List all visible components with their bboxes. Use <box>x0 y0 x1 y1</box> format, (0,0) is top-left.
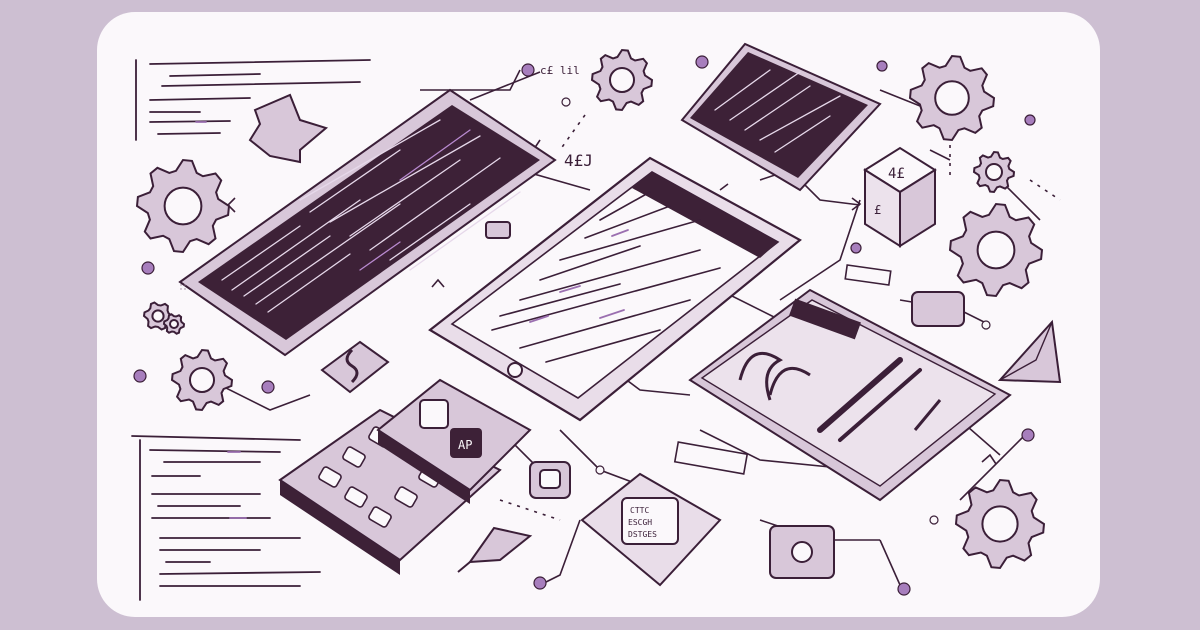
gear-hole <box>981 505 1019 543</box>
gear-hole <box>189 367 215 393</box>
badge-line-1: CTTC <box>630 506 649 515</box>
gear-hole <box>609 67 635 93</box>
cube-label: 4£ <box>888 166 905 182</box>
gear-hole <box>934 80 970 116</box>
gear-hole <box>151 309 165 323</box>
tablet-label: 4£J <box>564 151 593 170</box>
square-block-icon <box>911 291 965 327</box>
bar-outline <box>844 264 892 286</box>
code-listing-bottom-left <box>131 435 321 601</box>
connector-nodes <box>133 55 1036 596</box>
pencil-icon <box>688 288 1012 502</box>
badge-line-3: DSTGES <box>628 530 657 539</box>
bar-outline <box>673 441 749 475</box>
puzzle-block-icon <box>248 93 329 164</box>
monitor-icon <box>178 88 557 357</box>
tablet-icon: 4£J <box>428 151 802 422</box>
code-listing-top-left <box>135 59 371 141</box>
gear-hole <box>163 186 203 226</box>
svg-text:AP: AP <box>458 438 472 452</box>
keypad-icon: AP <box>376 378 532 504</box>
triangle-icon <box>997 319 1062 384</box>
puzzle-block-icon <box>320 340 390 394</box>
gear-group <box>135 48 1046 570</box>
square-block-icon <box>485 221 511 239</box>
gear-hole <box>985 163 1003 181</box>
cube-label-bottom: £ <box>874 203 881 217</box>
gear-hole <box>976 230 1016 270</box>
pen-tip-icon <box>457 526 533 573</box>
gear-hole <box>169 319 179 329</box>
corner-label-top: c£ lil <box>540 64 580 77</box>
cube-icon: 4£ £ <box>863 146 937 248</box>
badge-line-2: ESCGH <box>628 518 652 527</box>
monitor-icon <box>680 42 882 192</box>
badge-icon: CTTC ESCGH DSTGES <box>580 472 722 587</box>
